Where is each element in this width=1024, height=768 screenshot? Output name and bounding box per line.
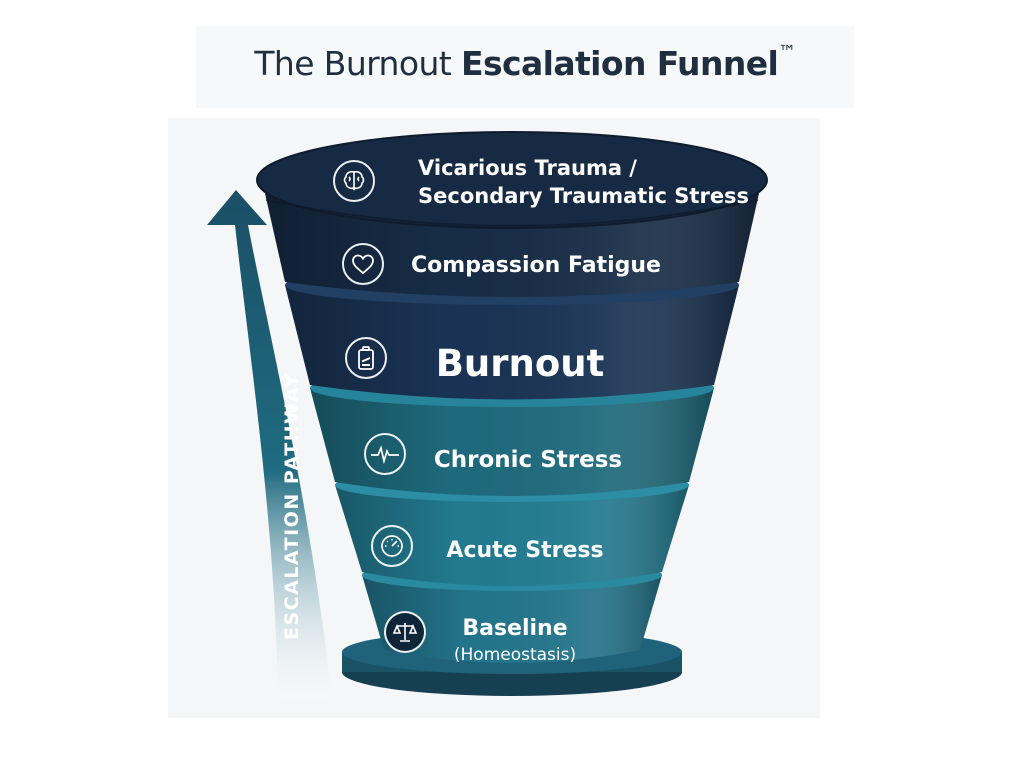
- layer-baseline-line1: Baseline: [462, 616, 568, 641]
- layer-vicarious-trauma-line2: Secondary Traumatic Stress: [418, 184, 750, 208]
- layer-vicarious-trauma-top: [256, 131, 768, 229]
- escalation-arrow: [207, 190, 332, 700]
- diagram-title: The Burnout Escalation Funnel™: [196, 42, 854, 83]
- brain-icon: [333, 160, 375, 202]
- escalation-pathway-label: ESCALATION PATHWAY: [281, 372, 303, 640]
- layer-compassion-fatigue-label: Compassion Fatigue: [411, 253, 661, 278]
- layer-baseline-line2: (Homeostasis): [453, 645, 577, 665]
- layer-burnout-label: Burnout: [435, 342, 605, 385]
- layer-acute-stress-label: Acute Stress: [446, 538, 604, 563]
- title-part-light: The Burnout: [254, 44, 452, 83]
- title-band: [196, 26, 854, 108]
- layer-chronic-stress-label: Chronic Stress: [433, 447, 623, 473]
- layer-vicarious-trauma-label: Vicarious Trauma / Secondary Traumatic S…: [396, 154, 750, 210]
- layer-separator: [265, 199, 759, 227]
- heartbeat-icon: [364, 433, 406, 475]
- scales-icon: [384, 611, 426, 653]
- gauge-icon: [371, 525, 413, 567]
- low-battery-icon: [345, 337, 387, 379]
- layer-baseline-label: Baseline (Homeostasis): [440, 615, 590, 667]
- heart-icon: [342, 243, 384, 285]
- title-part-bold: Escalation Funnel: [461, 44, 779, 83]
- trademark-symbol: ™: [778, 42, 796, 63]
- layer-vicarious-trauma-line1: Vicarious Trauma /: [418, 156, 637, 180]
